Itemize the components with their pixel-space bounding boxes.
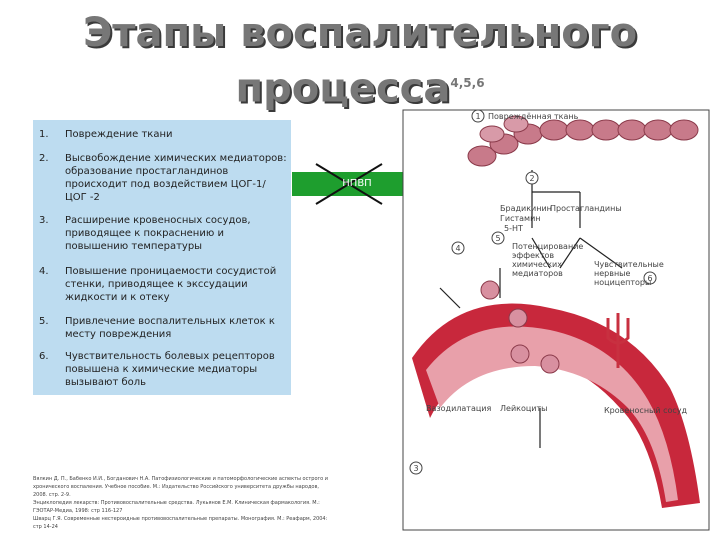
step-numbers: 1 2 3 4 5 6 [413, 112, 652, 473]
step-number: 1 [475, 112, 480, 121]
label-leukocytes: Лейкоциты [500, 404, 548, 413]
stage-text: Расширение кровеносных сосудов, приводящ… [65, 215, 251, 252]
inflammation-diagram: 1 2 3 4 5 6 Повреждённая ткань Брадикини… [400, 108, 712, 534]
inflammation-illustration: 1 2 3 4 5 6 [402, 109, 710, 531]
stage-text: Привлечение воспалительных клеток к мест… [65, 316, 275, 340]
stage-text: Повышение проницаемости сосудистой стенк… [65, 266, 277, 303]
step-number: 2 [529, 174, 534, 183]
nsaid-label: НПВП [342, 178, 372, 189]
stage-text: Высвобождение химических медиаторов: обр… [65, 153, 287, 203]
stage-number: 2. [39, 153, 49, 164]
label-nociceptors: Чувствительные нервные ноцицепторы [594, 260, 664, 287]
step-number: 5 [495, 234, 500, 243]
stage-number: 1. [39, 129, 49, 140]
label-vasodilation: Вазодилатация [426, 404, 492, 413]
title-superscript: 4,5,6 [450, 76, 485, 90]
step-marker [409, 461, 423, 475]
label-blood-vessel: Кровеносный сосуд [604, 406, 688, 415]
step-marker [643, 271, 657, 285]
title-line-2: процесса4,5,6 [0, 58, 720, 113]
stages-panel: 1. Повреждение ткани 2. Высвобождение хи… [33, 120, 291, 395]
label-potentiation: Потенцирование эффектов химических медиа… [512, 242, 584, 278]
title-line-2-text: процесса [235, 65, 451, 112]
step-marker [525, 171, 539, 185]
stage-number: 4. [39, 266, 49, 277]
references: Вялкин Д. П., Бабенко И.И., Богданович Н… [33, 475, 333, 531]
tissue-cells [467, 115, 699, 167]
step-number: 3 [413, 464, 418, 473]
stage-text: Повреждение ткани [65, 129, 173, 140]
stage-number: 6. [39, 351, 49, 362]
blood-vessel [412, 303, 700, 508]
step-number: 4 [455, 244, 460, 253]
step-markers [409, 109, 657, 475]
leukocyte [540, 354, 560, 374]
title-line-1: Этапы воспалительного [82, 10, 638, 56]
stage-number: 3. [39, 215, 49, 226]
vessel-lumen [426, 326, 678, 502]
slide-title: Этапы воспалительного процесса4,5,6 [0, 8, 720, 113]
step-number: 6 [647, 274, 652, 283]
stage-number: 5. [39, 316, 49, 327]
leukocytes [480, 280, 560, 374]
leukocyte [480, 280, 500, 300]
step-marker [491, 231, 505, 245]
label-histamine: Гистамин [500, 214, 541, 223]
reference-item: Энциклопедия лекарств: Противовоспалител… [33, 500, 320, 514]
stage-text: Чувствительность болевых рецепторов повы… [65, 351, 275, 388]
label-bradykinin: Брадикинин [500, 204, 552, 213]
leukocyte [510, 344, 530, 364]
leukocyte [508, 308, 528, 328]
inhibition-cross-line [315, 163, 383, 205]
nociceptor-nerve [606, 313, 630, 368]
label-prostaglandins: Простагландины [550, 204, 622, 213]
step-marker [451, 241, 465, 255]
reference-item: Шварц Г.Я. Современные нестероидные прот… [33, 516, 328, 530]
label-tissue-damage: Повреждённая ткань [488, 112, 579, 121]
label-serotonin: 5-НТ [504, 224, 523, 233]
reference-item: Вялкин Д. П., Бабенко И.И., Богданович Н… [33, 476, 329, 498]
step-marker [471, 109, 485, 123]
